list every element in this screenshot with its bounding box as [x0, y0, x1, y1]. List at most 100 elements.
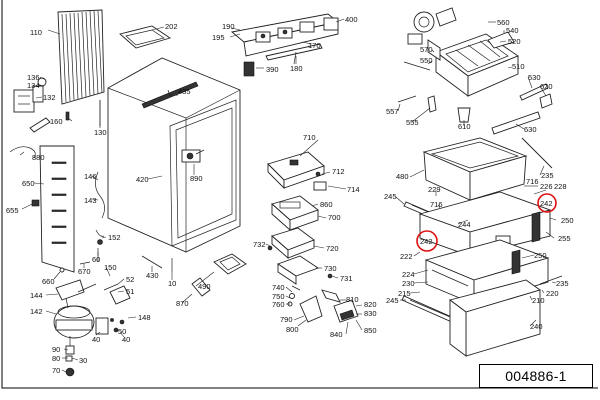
- part-labels: 110 202 195 190 400 170 180 390 136 134 …: [6, 15, 574, 375]
- part-label-224: 224: [402, 270, 415, 279]
- screw-732: [267, 245, 273, 251]
- part-label-750: 750: [272, 292, 285, 301]
- highlight-circle-242-upper: [537, 193, 557, 213]
- part-label-52: 52: [126, 275, 134, 284]
- part-label-760: 760: [272, 300, 285, 309]
- part-label-60: 60: [92, 255, 100, 264]
- part-label-731: 731: [340, 274, 353, 283]
- bracket-570: [427, 39, 441, 61]
- part-label-70: 70: [52, 366, 60, 375]
- part-label-714: 714: [347, 185, 360, 194]
- module-720: [271, 227, 315, 259]
- sensor-parts: [287, 285, 359, 323]
- part-label-150: 150: [104, 263, 117, 272]
- handle-870: [191, 277, 211, 297]
- part-label-245-top: 245: [384, 192, 397, 201]
- part-label-226: 226: [540, 182, 553, 191]
- screw-731: [327, 273, 333, 279]
- suction-pipe: [95, 171, 105, 219]
- part-label-228: 228: [554, 182, 567, 191]
- part-label-143: 143: [84, 196, 97, 205]
- part-label-830: 830: [364, 309, 377, 318]
- part-label-240: 240: [530, 322, 543, 331]
- part-label-716-mid: 716: [430, 200, 443, 209]
- cabinet-body: [107, 57, 241, 253]
- part-label-215: 215: [398, 289, 411, 298]
- part-label-400: 400: [345, 15, 358, 24]
- part-label-430: 430: [146, 271, 159, 280]
- panel-clip: [31, 199, 40, 207]
- rod-550: [403, 61, 431, 71]
- part-label-235-low: 235: [556, 279, 569, 288]
- clip-712: [315, 171, 321, 177]
- part-label-144: 144: [30, 291, 43, 300]
- document-number: 004886-1: [505, 368, 567, 384]
- valve-block: [13, 77, 47, 113]
- part-label-870: 870: [176, 299, 189, 308]
- part-label-420: 420: [136, 175, 149, 184]
- part-label-148: 148: [138, 313, 151, 322]
- filter-drier: [29, 111, 70, 133]
- part-label-244: 244: [458, 220, 471, 229]
- document-number-box: 004886-1: [479, 364, 593, 388]
- part-label-250-top: 250: [561, 216, 574, 225]
- part-label-110: 110: [30, 28, 42, 37]
- part-label-90: 90: [52, 345, 60, 354]
- mounting-bolts: [65, 336, 75, 377]
- rubber-grommet: [59, 267, 65, 273]
- top-cover: [119, 25, 172, 49]
- part-label-195: 195: [212, 33, 225, 42]
- part-label-235-top: 235: [541, 171, 554, 180]
- part-label-740: 740: [272, 283, 285, 292]
- part-label-245-low: 245: [386, 296, 399, 305]
- part-label-850: 850: [364, 326, 377, 335]
- part-label-660: 660: [42, 277, 55, 286]
- part-label-650: 650: [22, 179, 35, 188]
- part-label-230: 230: [402, 279, 415, 288]
- relay-module: [243, 61, 255, 77]
- part-label-10: 10: [168, 279, 176, 288]
- part-label-700: 700: [328, 213, 341, 222]
- pin-557: [397, 95, 417, 103]
- part-label-170: 170: [308, 41, 321, 50]
- drain-hose: [9, 146, 36, 159]
- part-label-435: 435: [178, 87, 191, 96]
- drawer-480: [422, 137, 528, 201]
- part-label-160: 160: [50, 117, 63, 126]
- control-housing: [230, 13, 340, 61]
- part-label-732: 732: [253, 240, 266, 249]
- part-label-80: 80: [52, 354, 60, 363]
- part-label-810: 810: [346, 295, 359, 304]
- part-label-555: 555: [406, 118, 419, 127]
- compressor: [53, 279, 95, 339]
- part-label-655: 655: [6, 206, 19, 215]
- drawer-240: [448, 279, 542, 357]
- part-label-242-upper: 242: [540, 199, 553, 208]
- part-label-146: 146: [84, 172, 97, 181]
- module-710: [267, 151, 325, 190]
- part-label-30: 30: [79, 356, 87, 365]
- drawer-224: [424, 239, 550, 305]
- connector-714: [313, 181, 327, 191]
- part-label-800: 800: [286, 325, 299, 334]
- part-label-550: 550: [420, 56, 433, 65]
- diagram-frame: [1, 0, 598, 389]
- part-label-557: 557: [386, 107, 399, 116]
- part-label-250-mid: 250: [534, 251, 547, 260]
- part-label-560: 560: [497, 18, 510, 27]
- leader-lines: [19, 18, 557, 373]
- part-label-222: 222: [400, 252, 413, 261]
- part-label-130: 130: [94, 128, 107, 137]
- part-label-134: 134: [27, 81, 40, 90]
- part-label-510: 510: [512, 62, 525, 71]
- clip-555: [427, 95, 437, 113]
- part-label-142: 142: [30, 307, 43, 316]
- clip-620: [539, 93, 553, 109]
- door-hinge-bar: [141, 255, 163, 269]
- module-730: [277, 255, 319, 285]
- part-label-630: 630: [524, 125, 537, 134]
- part-label-40-a: 40: [92, 335, 100, 344]
- lid-540: [487, 31, 515, 49]
- part-label-720: 720: [326, 244, 339, 253]
